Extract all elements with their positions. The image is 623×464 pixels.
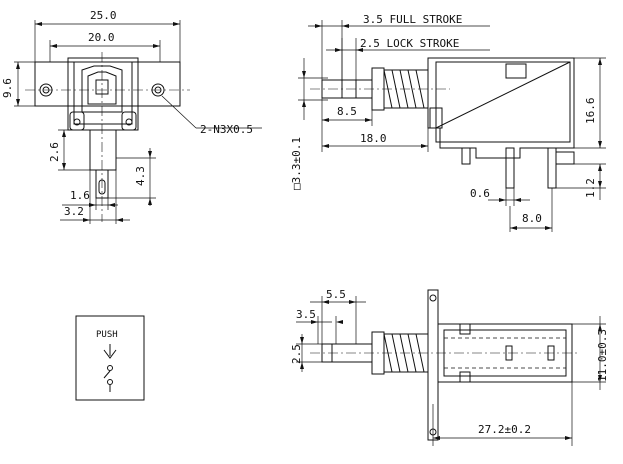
dim-plunger-stroke: 3.5: [296, 308, 316, 321]
symbol-label: PUSH: [96, 330, 118, 340]
dim-height: 16.6: [584, 98, 597, 125]
dim-top-body-length: 27.2±0.2: [478, 423, 531, 436]
dim-pin-spacing: 8.0: [522, 212, 542, 225]
dim-full-stroke: 3.5 FULL STROKE: [363, 13, 462, 26]
dim-height-flange: 9.6: [1, 78, 14, 98]
dim-terminal-offset: 2.6: [48, 142, 61, 162]
dim-width-overall: 25.0: [90, 9, 117, 22]
front-view: 25.0 20.0 9.6: [1, 9, 262, 224]
dim-width-body: 20.0: [88, 31, 115, 44]
dim-pin-width: 1.6: [70, 189, 90, 202]
dim-body-width: 11.0±0.3: [596, 329, 609, 382]
top-view: 5.5 3.5 2.5 27.2±0.2 11.0±0.3: [290, 288, 609, 446]
dim-terminal-length: 4.3: [134, 166, 147, 186]
hole-callout: 2-N3X0.5: [200, 123, 253, 136]
side-view: 3.5 FULL STROKE 2.5 LOCK STROKE □3.3±0.1: [290, 13, 606, 232]
dim-pin-thickness: 0.6: [470, 187, 490, 200]
dim-plunger-length: 8.5: [337, 105, 357, 118]
dim-pin-offset: 1.2: [584, 178, 597, 198]
switch-symbol: PUSH: [75, 315, 145, 401]
dim-plunger-top: 5.5: [326, 288, 346, 301]
dim-body-length: 18.0: [360, 132, 387, 145]
dim-plunger-square: □3.3±0.1: [290, 137, 303, 190]
dim-plunger-width: 2.5: [290, 344, 303, 364]
dim-pin-pitch: 3.2: [64, 205, 84, 218]
dim-lock-stroke: 2.5 LOCK STROKE: [360, 37, 459, 50]
